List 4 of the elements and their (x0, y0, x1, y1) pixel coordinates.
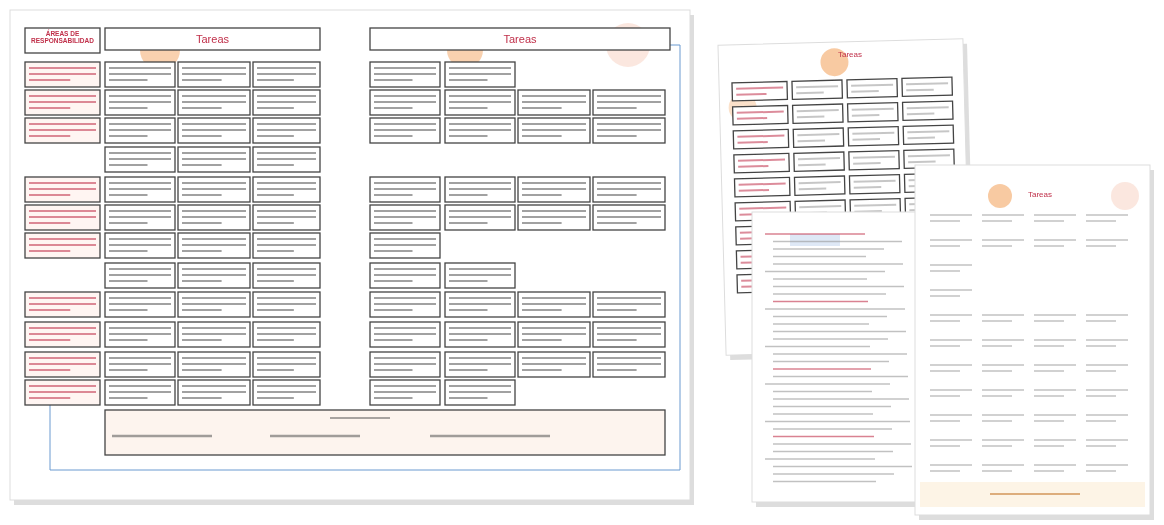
column-heading: Tareas (1027, 190, 1053, 199)
column-heading: Tareas (195, 33, 230, 45)
column-heading: Tareas (502, 33, 538, 45)
column-heading: Tareas (837, 50, 863, 59)
